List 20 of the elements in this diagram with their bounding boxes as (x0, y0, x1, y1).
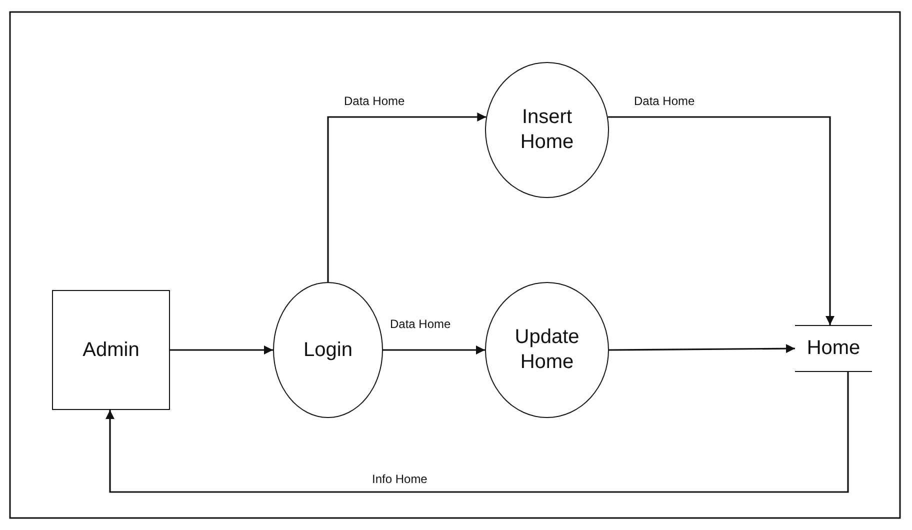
arrow (608, 116, 834, 325)
process-circle (485, 62, 609, 198)
process-circle (273, 282, 383, 418)
external-entity-box (52, 290, 170, 410)
arrow (170, 346, 273, 354)
data-store (795, 325, 872, 372)
arrow (327, 112, 486, 282)
node-label: Update Home (514, 325, 580, 375)
node-label: Home (806, 336, 860, 361)
node-label: Admin (82, 338, 140, 362)
arrow (106, 372, 849, 493)
edge-label: Data Home (342, 94, 407, 108)
node-label: Insert Home (519, 105, 575, 155)
arrow (609, 344, 795, 354)
edge-label: Data Home (388, 317, 453, 331)
node-label: Login (304, 338, 352, 362)
edge-label: Data Home (632, 94, 697, 108)
edge-label: Info Home (370, 472, 430, 486)
process-circle (485, 282, 609, 418)
arrow (383, 346, 485, 354)
